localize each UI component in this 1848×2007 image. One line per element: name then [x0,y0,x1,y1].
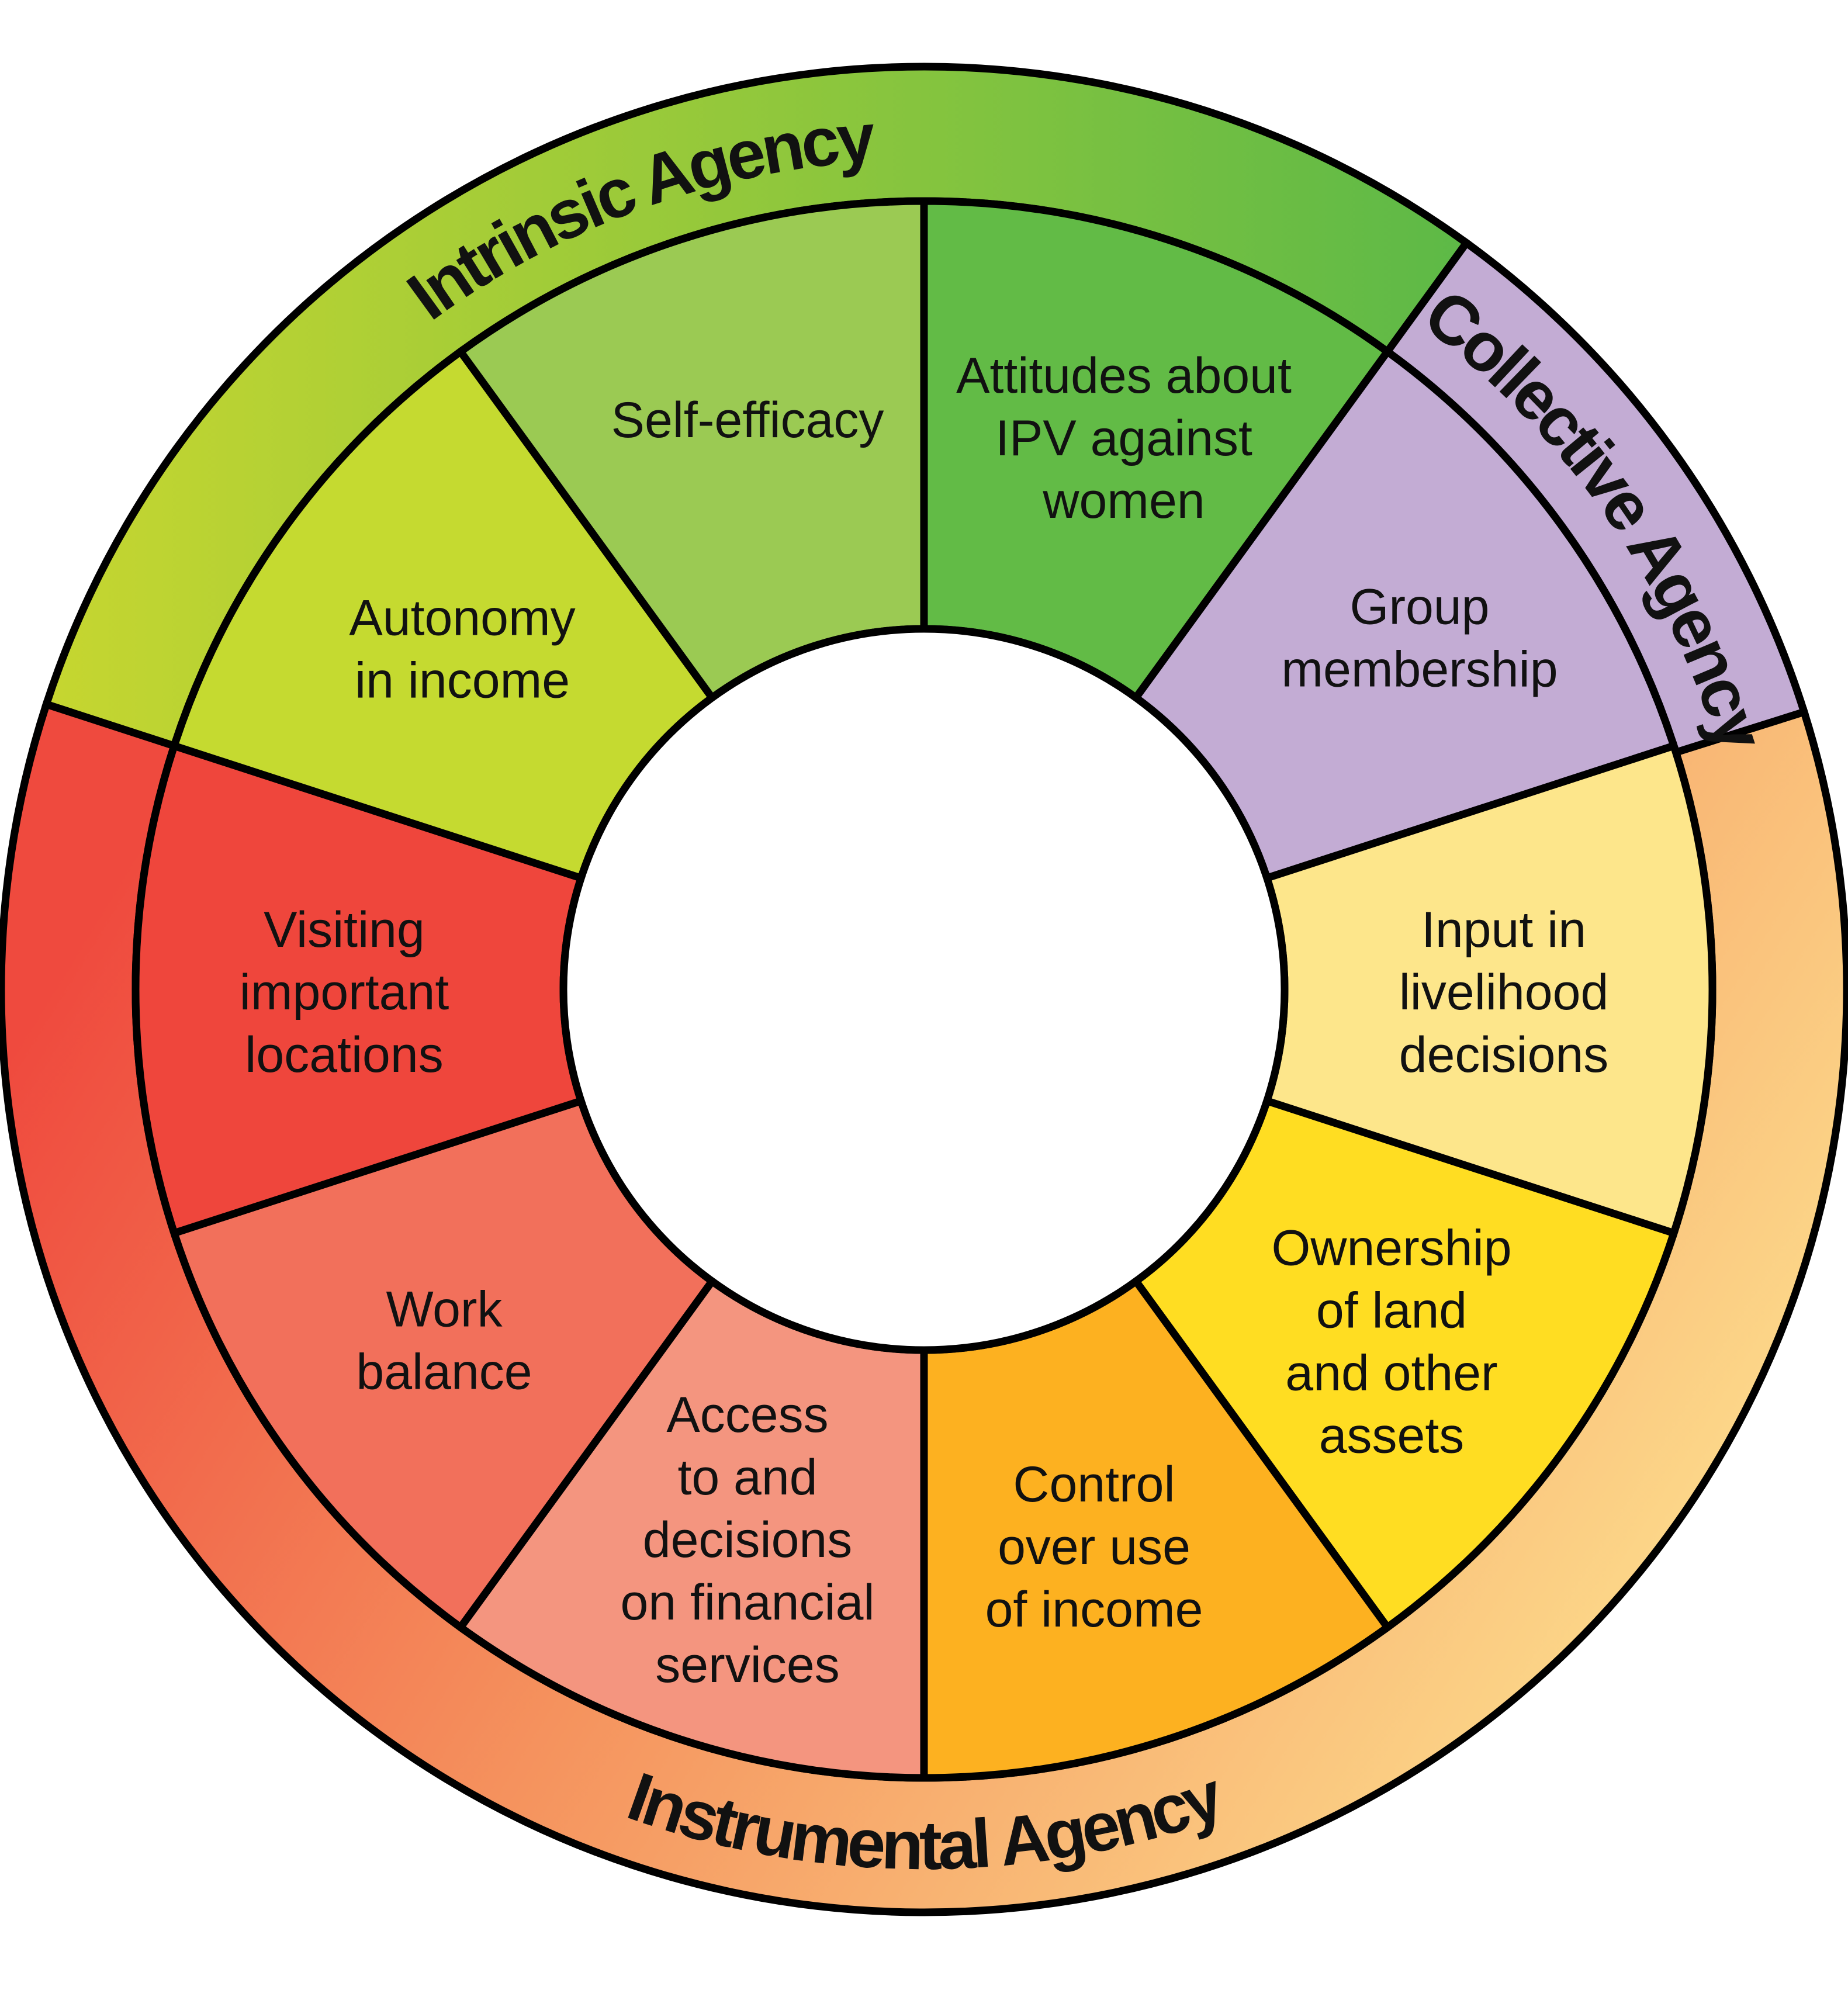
segment-label-line: in income [355,653,570,709]
segment-label-line: decisions [1399,1027,1609,1083]
segment-label-line: of land [1316,1283,1467,1339]
segment-label-line: and other [1285,1345,1497,1402]
segment-label-line: over use [998,1519,1191,1575]
segment-label-line: services [655,1637,839,1693]
segment-label-line: Input in [1421,902,1586,958]
segment-label-line: Attitudes about [956,348,1292,404]
segment-label: Ownership of land and other assets [1271,1220,1511,1464]
segment-label-line: women [1042,473,1205,529]
segment-label-line: Work [386,1282,503,1338]
segment-label-line: Group [1349,579,1489,635]
segment-label-line: membership [1281,642,1558,698]
segment-label: Self-efficacy [611,392,884,448]
segment-label: Group membership [1281,579,1558,698]
segment-label-line: Control [1013,1456,1175,1513]
segment-label: Input in livelihood decisions [1399,902,1609,1083]
segment-label-line: Autonomy [349,590,575,646]
segment-label-line: of income [985,1582,1203,1638]
segment-label-line: Access [666,1387,828,1443]
center-hole [559,625,1289,1354]
segment-label-line: IPV against [995,410,1252,466]
segment-label-line: important [240,964,449,1020]
segment-label: Visiting important locations [240,902,449,1083]
segment-label-line: Visiting [264,902,425,958]
segment-label-line: locations [245,1027,443,1083]
segment-label-line: to and [677,1449,817,1506]
segment-label-line: balance [356,1344,532,1400]
segment-label-line: assets [1319,1408,1465,1464]
segment-label: Control over use of income [985,1456,1203,1638]
segment-label: Work balance [356,1282,532,1400]
segment-label: Autonomy in income [349,590,575,709]
segment-label-line: on financial [620,1575,874,1631]
segment-label-line: Ownership [1271,1220,1511,1276]
inner-segments [131,197,1717,1782]
segment-label: Access to and decisions on financial service… [620,1387,874,1693]
segment-label-line: Self-efficacy [611,392,884,448]
segment-label-line: decisions [643,1512,853,1568]
segment-label-line: livelihood [1399,964,1609,1020]
